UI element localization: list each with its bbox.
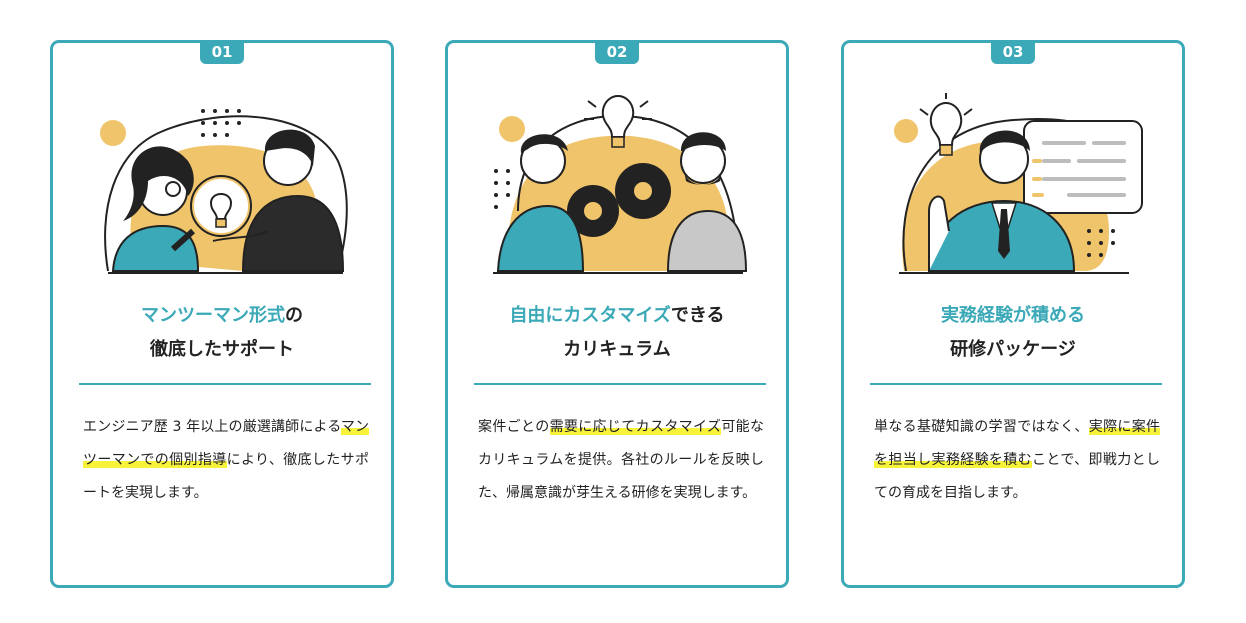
card-title-line2: 徹底したサポート: [150, 339, 294, 360]
card-description: 単なる基礎知識の学習ではなく、実際に案件を担当し実務経験を積むことで、即戦力とし…: [874, 411, 1161, 510]
card-divider: [870, 383, 1162, 385]
desc-intro: エンジニア歴 3 年以上の厳選講師による: [83, 419, 341, 435]
desc-highlight: 需要に応じてカスタマイズ: [549, 419, 722, 435]
card-title: 自由にカスタマイズできる カリキュラム: [448, 299, 786, 367]
card-title-line2: 研修パッケージ: [950, 339, 1076, 360]
magnifier-lightbulb-icon: [100, 109, 348, 274]
feature-card-2: 02: [445, 40, 789, 588]
desc-intro: 単なる基礎知識の学習ではなく、: [874, 419, 1089, 435]
card-title-accent: 実務経験が積める: [941, 305, 1085, 326]
lightbulb-presentation-icon: [894, 93, 1143, 274]
card-title: マンツーマン形式の 徹底したサポート: [53, 299, 391, 367]
card-title-rest: の: [285, 305, 303, 326]
gears-lightbulb-icon: [493, 94, 748, 274]
card-title-accent: マンツーマン形式: [141, 305, 285, 326]
card-description: 案件ごとの需要に応じてカスタマイズ可能なカリキュラムを提供。各社のルールを反映し…: [478, 411, 764, 510]
card-title-accent: 自由にカスタマイズ: [509, 305, 671, 326]
card-divider: [474, 383, 766, 385]
desc-after: 可能なカリキュラムを提供。各社のルールを反映した、帰属意識が芽生える研修を実現し…: [478, 419, 764, 501]
card-title: 実務経験が積める 研修パッケージ: [844, 299, 1182, 367]
desc-intro: 案件ごとの: [478, 419, 550, 435]
card-number-badge: 03: [991, 40, 1035, 64]
desc-after: ことで、即戦力としての育成を目指します。: [874, 452, 1161, 501]
desc-after: により、徹底したサポートを実現します。: [83, 452, 369, 501]
feature-card-3: 03: [841, 40, 1185, 588]
card-title-rest: できる: [670, 305, 725, 326]
card-title-line2: カリキュラム: [563, 339, 671, 360]
card-description: エンジニア歴 3 年以上の厳選講師によるマンツーマンでの個別指導により、徹底した…: [83, 411, 370, 510]
card-divider: [79, 383, 371, 385]
card-number-badge: 01: [200, 40, 244, 64]
feature-card-1: 01: [50, 40, 394, 588]
card-number-badge: 02: [595, 40, 639, 64]
